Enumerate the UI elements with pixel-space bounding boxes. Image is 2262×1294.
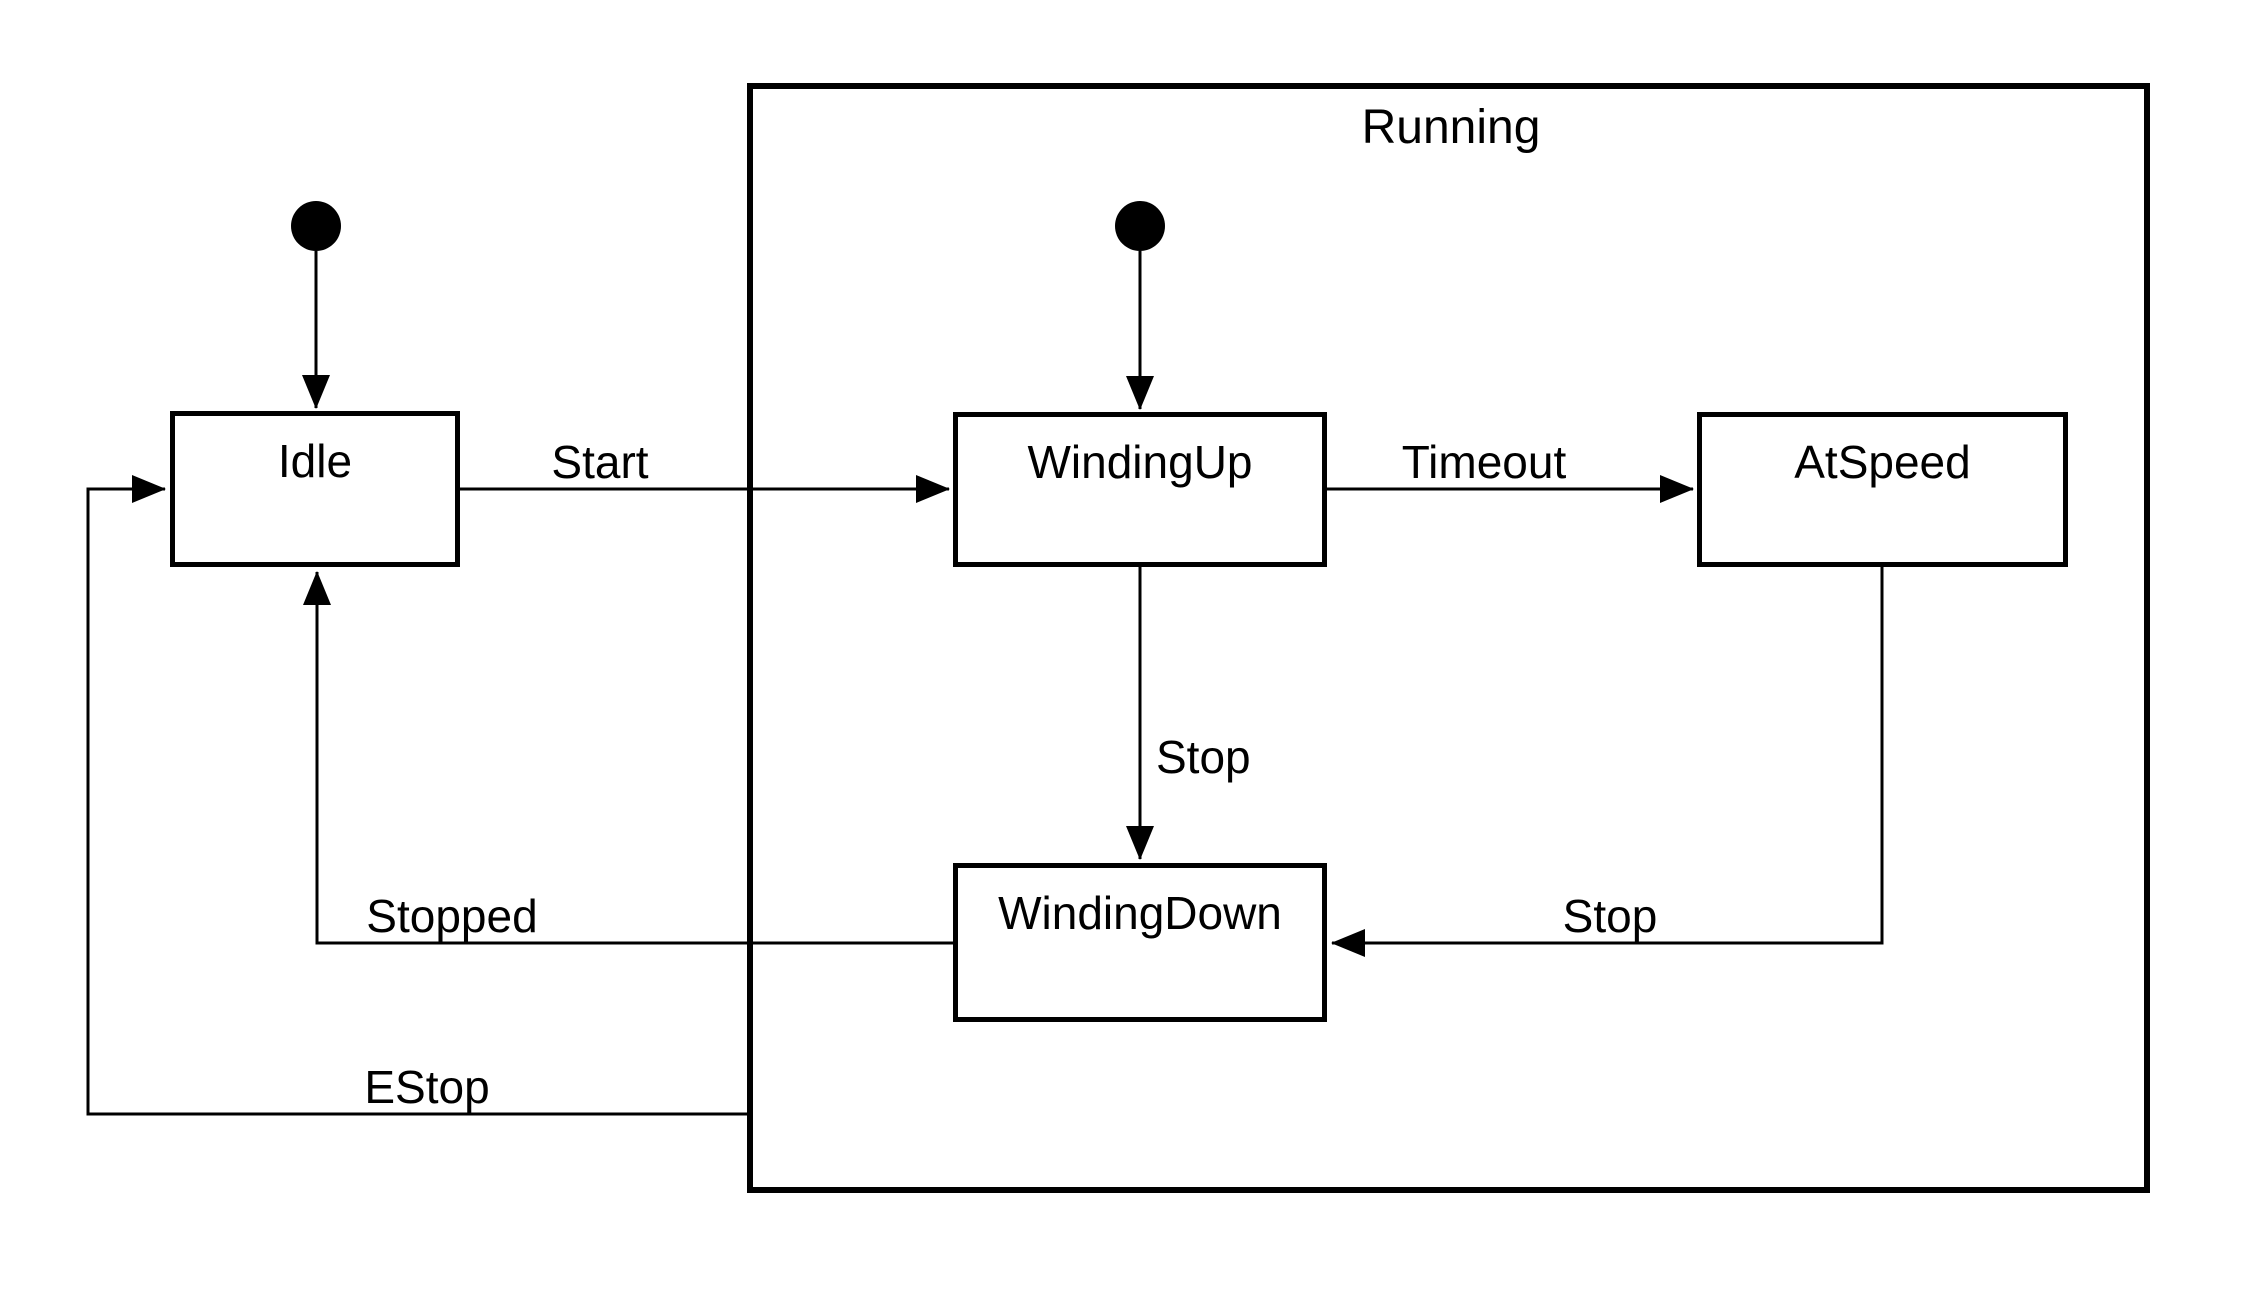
transition-estop-label: EStop xyxy=(364,1061,490,1113)
transition-stopped-label: Stopped xyxy=(366,890,538,942)
transition-timeout-label: Timeout xyxy=(1401,436,1567,488)
state-windingdown-label: WindingDown xyxy=(998,887,1282,939)
transition-start-label: Start xyxy=(551,436,649,488)
state-windingup: WindingUp xyxy=(953,412,1327,567)
transition-stop-windingup-label: Stop xyxy=(1156,731,1251,783)
state-idle: Idle xyxy=(170,411,460,567)
composite-state-label: Running xyxy=(1361,101,1541,154)
state-idle-label: Idle xyxy=(277,435,353,487)
transition-stop-atspeed-label: Stop xyxy=(1562,890,1658,942)
composite-state-running-box xyxy=(747,83,2150,1193)
state-atspeed: AtSpeed xyxy=(1697,412,2068,567)
state-windingdown: WindingDown xyxy=(953,863,1327,1022)
transition-estop-line xyxy=(86,475,747,1116)
state-atspeed-label: AtSpeed xyxy=(1794,436,1971,488)
state-windingup-label: WindingUp xyxy=(1027,436,1253,488)
initial-state-dot-idle xyxy=(291,201,341,251)
